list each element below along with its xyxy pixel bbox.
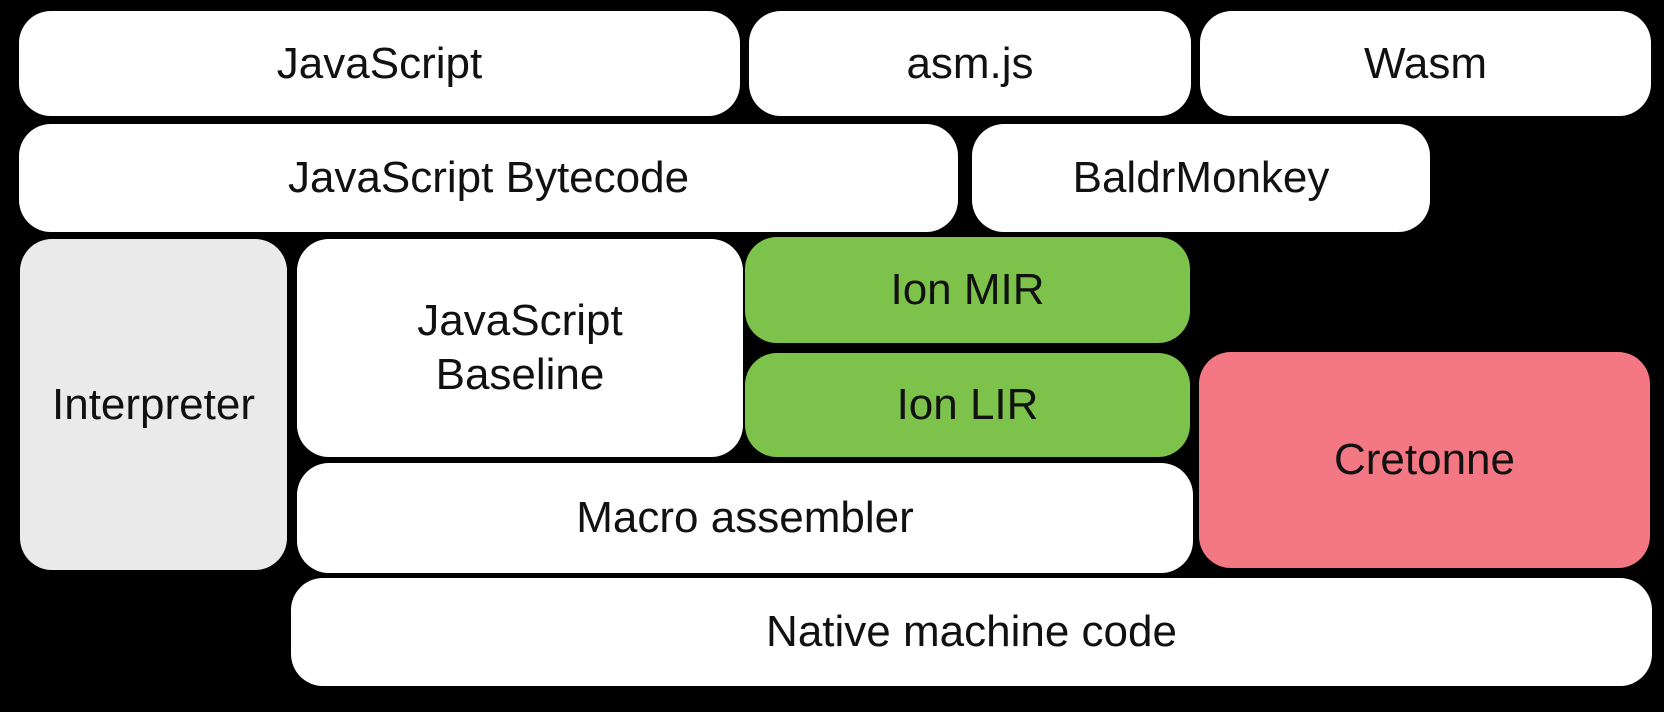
node-interpreter-label: Interpreter [52,379,255,429]
node-macro-assembler-label: Macro assembler [576,493,914,543]
node-asmjs: asm.js [749,11,1191,116]
node-javascript-baseline-label: JavaScript Baseline [417,296,623,399]
node-javascript-bytecode-label: JavaScript Bytecode [287,153,690,203]
node-ion-mir: Ion MIR [745,237,1190,343]
node-interpreter: Interpreter [20,239,287,570]
node-native-machine-code-label: Native machine code [766,607,1177,657]
node-ion-mir-label: Ion MIR [890,265,1045,315]
node-ion-lir: Ion LIR [745,353,1190,457]
node-ion-lir-label: Ion LIR [896,380,1039,430]
node-javascript: JavaScript [19,11,740,116]
node-javascript-baseline: JavaScript Baseline [297,239,743,457]
node-javascript-label: JavaScript [276,38,483,88]
node-cretonne: Cretonne [1199,352,1650,568]
node-wasm-label: Wasm [1363,38,1488,88]
node-wasm: Wasm [1200,11,1651,116]
node-baldrmonkey-label: BaldrMonkey [1072,153,1330,203]
node-asmjs-label: asm.js [906,38,1034,88]
node-javascript-bytecode: JavaScript Bytecode [19,124,958,232]
node-cretonne-label: Cretonne [1333,435,1515,485]
node-native-machine-code: Native machine code [291,578,1652,686]
node-macro-assembler: Macro assembler [297,463,1193,573]
node-baldrmonkey: BaldrMonkey [972,124,1430,232]
